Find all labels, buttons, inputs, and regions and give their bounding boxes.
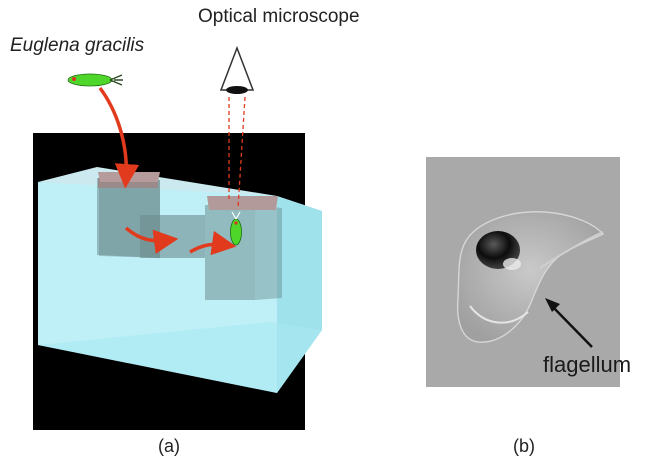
- flagellum-pointer-arrow: [549, 303, 593, 348]
- panel-b: [426, 157, 620, 387]
- inlet-arrow: [98, 86, 140, 189]
- euglena-in-channel-icon: [230, 211, 242, 246]
- flagellum-label: flagellum: [543, 352, 632, 377]
- panel-b-caption: (b): [513, 436, 535, 456]
- channel-flow-arrow-1: [124, 226, 179, 254]
- outlet-port: [207, 196, 278, 210]
- optical-microscope-label: Optical microscope: [198, 6, 360, 27]
- panel-a-caption: (a): [158, 436, 180, 456]
- euglena-icon: [67, 73, 123, 87]
- flagellum: [539, 231, 604, 269]
- microscope-beam-right: [237, 96, 246, 209]
- microscope-objective-icon: [219, 45, 255, 94]
- panel-a: [33, 45, 322, 430]
- channel-flow-arrow-2: [189, 230, 237, 256]
- euglena-gracilis-label: Euglena gracilis: [10, 35, 145, 56]
